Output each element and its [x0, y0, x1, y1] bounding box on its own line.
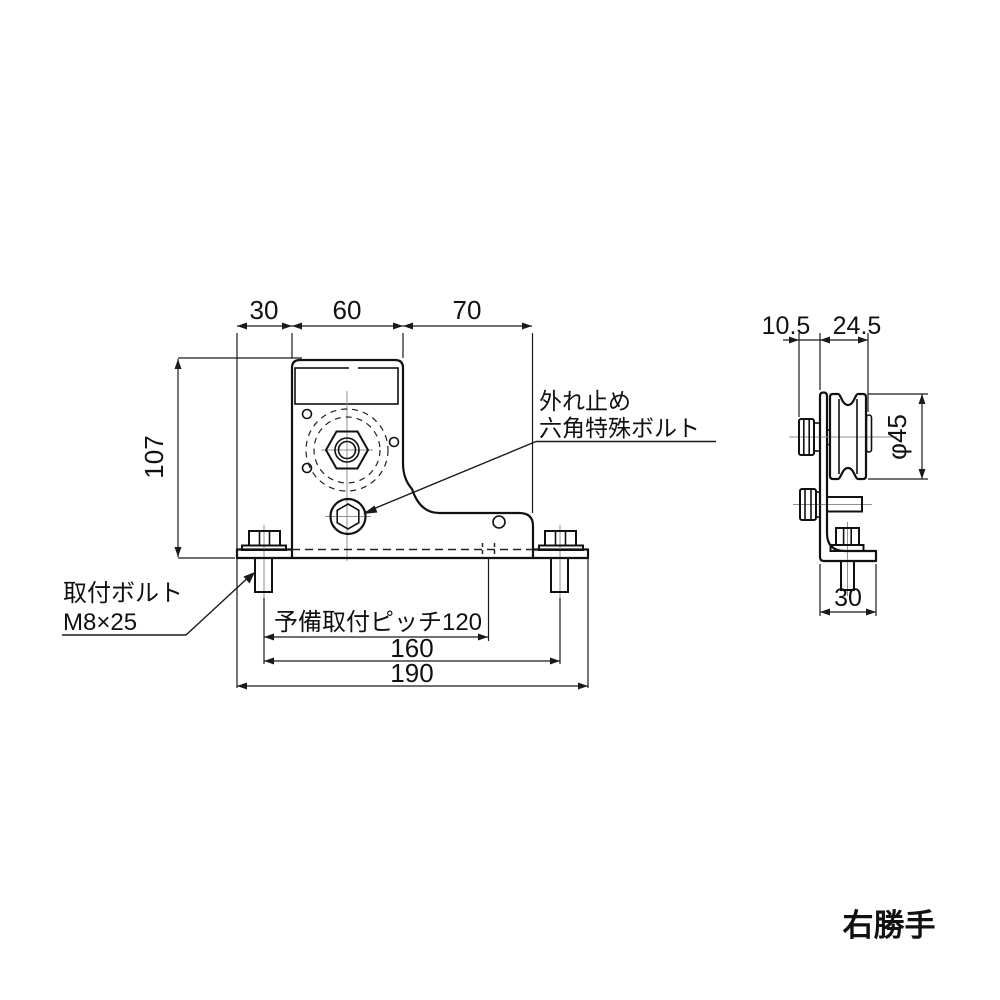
dim-top-30: 30	[250, 295, 279, 325]
dim-height-107: 107	[139, 435, 169, 478]
axle-bolt	[798, 418, 830, 456]
side-view: 10.5 24.5 φ45	[762, 312, 928, 616]
dimension-side-top: 10.5 24.5	[762, 312, 882, 417]
hex-nut	[324, 430, 370, 470]
mounting-bolt-right	[538, 525, 584, 664]
bracket-body-outline	[290, 358, 535, 560]
stopper-bolt	[329, 497, 367, 536]
base-plate	[235, 548, 590, 560]
pitch-circle-inner	[313, 416, 381, 484]
stopper-bolt-hex	[336, 503, 360, 530]
dimension-top: 30 60 70	[237, 295, 532, 330]
dimension-height: 107	[139, 359, 182, 557]
nameplate-gap	[349, 364, 358, 372]
pulley-wheel	[828, 392, 868, 481]
dimension-flange-width: 30	[819, 564, 877, 616]
label-mounting-bolt: 取付ボルト M8×25	[62, 572, 255, 636]
axle-end-clip	[865, 414, 873, 453]
dim-flange-30: 30	[834, 584, 862, 612]
mounting-bolt-left	[241, 525, 287, 664]
spare-hole	[481, 543, 496, 641]
mounting-bolt-side	[829, 522, 865, 596]
nut-bore-inner	[337, 440, 357, 460]
dimension-bolt-pitch: 160	[264, 633, 560, 665]
pitch-circle-outer	[305, 408, 389, 492]
label-stopper-bolt: 外れ止め 六角特殊ボルト	[363, 388, 716, 514]
front-view: 30 60 70 107	[62, 295, 716, 690]
stopper-label-line2: 六角特殊ボルト	[539, 415, 700, 441]
dimension-overall-width: 190	[237, 658, 588, 690]
stopper-label-line1: 外れ止め	[539, 388, 631, 414]
ledge-hole	[492, 515, 506, 529]
dimension-spare-pitch: 予備取付ピッチ120	[264, 609, 488, 641]
small-hole	[301, 462, 313, 474]
small-hole	[388, 436, 400, 448]
dim-bolt-pitch-160: 160	[390, 633, 433, 663]
small-hole	[301, 408, 313, 420]
dim-top-70: 70	[453, 295, 482, 325]
stopper-bolt-side	[793, 488, 872, 521]
mounting-bolt-label-line2: M8×25	[63, 609, 137, 636]
dim-spare-pitch-120: 予備取付ピッチ120	[274, 609, 482, 636]
dim-head-offset: 10.5	[762, 312, 811, 340]
dim-top-60: 60	[333, 295, 362, 325]
dimension-wheel-diameter: φ45	[868, 393, 928, 480]
l-bracket-plate	[818, 391, 878, 563]
dim-diameter-45: φ45	[882, 414, 912, 460]
hand-label: 右勝手	[843, 908, 936, 943]
nut-bore-outer	[334, 437, 360, 463]
mounting-bolt-label-line1: 取付ボルト	[63, 580, 183, 607]
dim-wheel-offset: 24.5	[833, 312, 882, 340]
dim-overall-190: 190	[390, 658, 433, 688]
